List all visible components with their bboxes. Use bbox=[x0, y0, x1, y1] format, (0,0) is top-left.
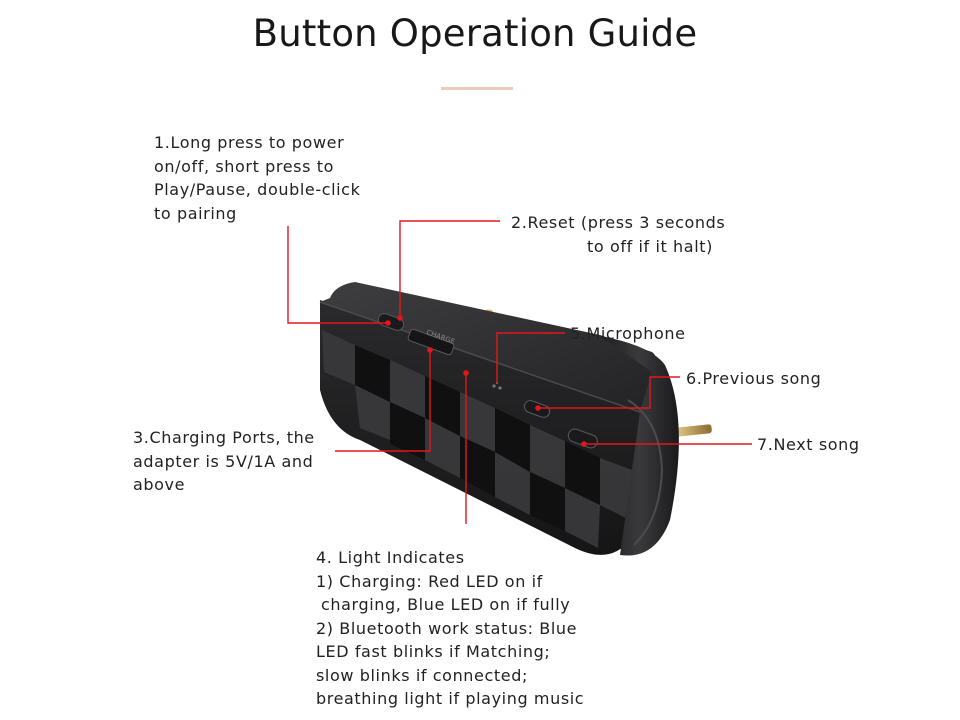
label-line: 2) Bluetooth work status: Blue bbox=[316, 618, 578, 638]
label-line: Play/Pause, double-click bbox=[154, 180, 361, 199]
leader-microphone bbox=[496, 332, 565, 383]
label-line: breathing light if playing music bbox=[316, 689, 585, 708]
label-line: charging, Blue LED on if fully bbox=[321, 595, 571, 614]
device-top-face bbox=[319, 282, 657, 413]
power-button[interactable] bbox=[377, 312, 406, 332]
label-line: 1.Long press to power bbox=[154, 133, 345, 152]
label-line: LED fast blinks if Matching; bbox=[316, 642, 551, 661]
label-reset: 2.Reset (press 3 seconds to off if it ha… bbox=[511, 211, 725, 258]
page-title: Button Operation Guide bbox=[252, 12, 698, 55]
label-line: on/off, short press to bbox=[154, 156, 334, 176]
label-line: slow blinks if connected; bbox=[316, 665, 528, 685]
label-power-button: 1.Long press to power on/off, short pres… bbox=[154, 131, 360, 225]
label-light-indicator: 4. Light Indicates 1) Charging: Red LED … bbox=[316, 546, 584, 711]
label-line: 4. Light Indicates bbox=[316, 548, 465, 567]
label-microphone: 5.Microphone bbox=[570, 324, 686, 343]
label-charging-port: 3.Charging Ports, the adapter is 5V/1A a… bbox=[133, 426, 315, 497]
label-previous-song: 6.Previous song bbox=[686, 369, 822, 388]
title-underline bbox=[441, 87, 513, 90]
device-end-cap bbox=[600, 336, 679, 556]
label-next-song: 7.Next song bbox=[757, 435, 860, 454]
label-line: 1) Charging: Red LED on if bbox=[316, 571, 543, 591]
label-line: to off if it halt) bbox=[587, 236, 713, 256]
leader-previous bbox=[538, 376, 680, 409]
label-line: to pairing bbox=[154, 203, 237, 223]
device-front-face bbox=[320, 300, 640, 555]
leader-power bbox=[287, 226, 388, 324]
leader-charging bbox=[335, 350, 431, 452]
label-line: above bbox=[133, 475, 186, 494]
label-line: adapter is 5V/1A and bbox=[133, 451, 314, 471]
leader-reset bbox=[399, 220, 500, 318]
label-line: 2.Reset (press 3 seconds bbox=[511, 213, 726, 232]
label-line: 3.Charging Ports, the bbox=[133, 428, 315, 447]
